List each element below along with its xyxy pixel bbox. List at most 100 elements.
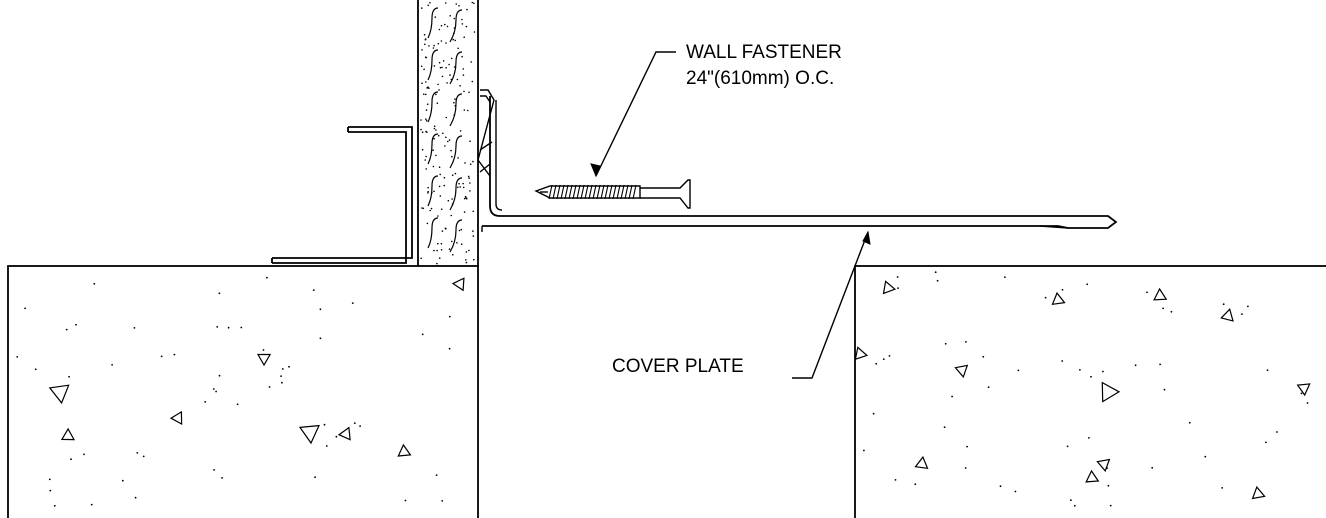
thread-line [620,184,625,200]
stipple-dot [437,242,439,245]
stipple-dot [435,154,437,157]
aggregate-dot [1151,466,1154,469]
fiber-stroke [427,133,439,165]
stipple-dot [443,176,446,179]
stipple-dot [424,43,426,46]
aggregate-dot [142,455,145,458]
aggregate-dot [888,355,891,357]
stipple-dot [465,197,467,199]
wall-clip [477,89,495,177]
stipple-dot [423,93,425,95]
stipple-dot [450,57,453,60]
thread-line [572,184,577,200]
wall-channel-bracket [271,126,413,264]
fiber-stroke [427,217,439,249]
aggregate-triangle [1153,287,1168,301]
aggregate-dot [93,282,96,285]
fiber-stroke [449,9,463,43]
aggregate-dot [1146,291,1148,294]
stipple-dot [448,139,451,141]
aggregate-triangle [1251,485,1266,500]
aggregate-dot [121,479,124,482]
aggregate-dot [266,276,268,279]
left-slab-aggregate [16,276,465,507]
stipple-dot [426,103,429,105]
stipple-dot [433,249,435,252]
stipple-dot [463,109,466,111]
stipple-dot [443,184,446,187]
stipple-dot [446,82,448,84]
stipple-dot [463,36,466,38]
aggregate-dot [1241,313,1243,315]
aggregate-dot [1159,363,1161,366]
aggregate-dot [987,386,990,389]
aggregate-dot [218,374,221,377]
aggregate-dot [965,341,967,343]
stipple-dot [433,65,436,67]
stipple-dot [421,7,423,9]
aggregate-triangle [1096,458,1111,473]
aggregate-dot [441,500,444,502]
stipple-dot [451,198,453,200]
aggregate-dot [1073,504,1076,507]
aggregate-dot [435,474,438,476]
stipple-dot [462,74,465,76]
stipple-dot [469,182,471,184]
stipple-dot [427,190,430,193]
aggregate-dot [1204,455,1207,458]
aggregate-dot [882,358,885,360]
stipple-dot [447,199,450,202]
stipple-dot [458,5,460,7]
stipple-dot [420,119,422,121]
aggregate-dot [212,388,215,390]
stipple-dot [463,90,465,93]
stipple-dot [462,186,465,189]
stipple-dot [425,155,427,158]
fiber-stroke [427,49,439,81]
aggregate-dot [1134,364,1137,367]
stipple-dot [437,134,440,137]
aggregate-dot [215,390,218,393]
stipple-dot [473,258,475,261]
stipple-dot [420,257,423,260]
stipple-dot [437,42,440,45]
aggregate-dot [1044,296,1047,299]
stipple-dot [472,235,475,237]
aggregate-triangle [298,424,320,445]
stipple-dot [426,222,429,225]
stipple-dot [469,163,472,165]
aggregate-dot [1306,402,1309,404]
aggregate-dot [936,279,939,282]
stipple-dot [473,2,475,5]
stipple-dot [448,63,450,66]
stipple-dot [432,47,435,49]
aggregate-dot [1222,303,1225,306]
stipple-dot [463,197,466,200]
aggregate-dot [1079,369,1081,371]
aggregate-triangle [1051,291,1066,306]
aggregate-dot [236,403,239,406]
stipple-dot [425,118,427,120]
aggregate-dot [1221,487,1224,489]
aggregate-dot [1086,283,1089,286]
aggregate-dot [896,276,899,278]
aggregate-triangle [954,364,969,379]
aggregate-dot [335,435,338,438]
stipple-dot [434,16,437,18]
thread-line [584,184,589,200]
stipple-dot [438,89,440,91]
aggregate-dot [1090,375,1092,378]
stipple-dot [445,42,447,44]
aggregate-dot [1102,370,1104,373]
stipple-dot [449,15,452,17]
stipple-dot [421,82,423,84]
aggregate-dot [218,292,221,295]
stipple-dot [461,23,464,25]
stipple-dot [429,2,431,4]
aggregate-triangle [1085,469,1100,483]
aggregate-dot [160,355,163,358]
stipple-dot [421,207,423,209]
stipple-dot [441,75,444,78]
stipple-dot [457,157,459,159]
stipple-dot [427,4,430,7]
